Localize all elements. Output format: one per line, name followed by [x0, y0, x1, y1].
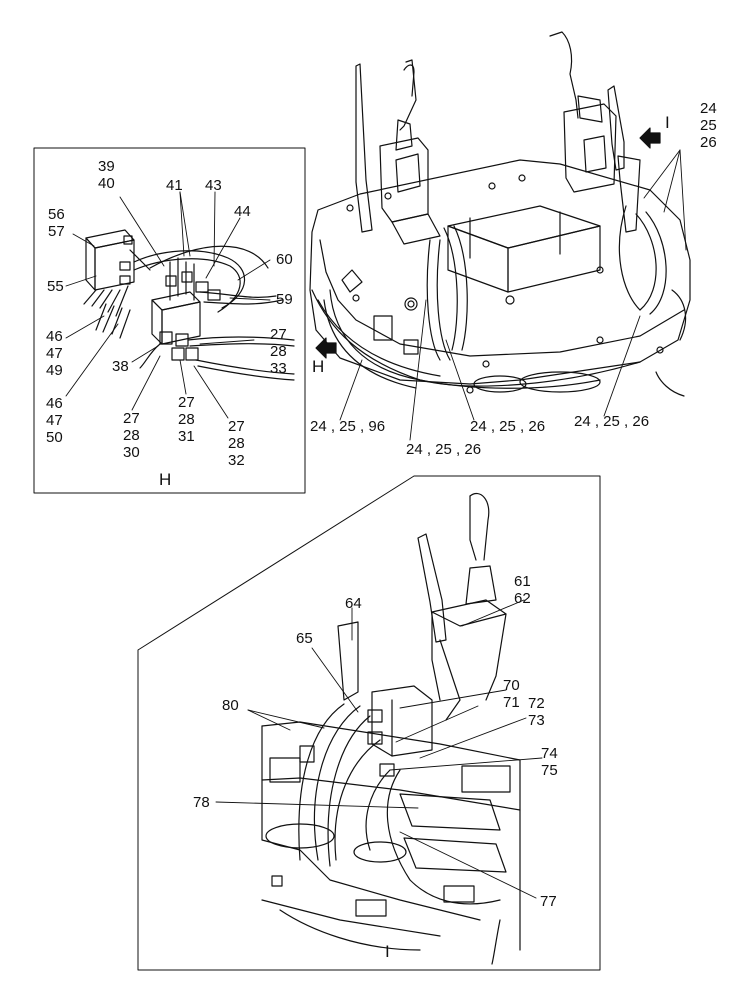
callout-61-62: 61 62	[514, 573, 531, 607]
callout-38: 38	[112, 358, 129, 375]
callout-24-25-26-top: 24 25 26	[700, 100, 717, 151]
arrow-h-icon	[316, 338, 336, 358]
callout-27-28-30: 27 28 30	[123, 410, 140, 461]
callout-70-71: 70 71	[503, 677, 520, 711]
arrow-i-icon	[640, 128, 660, 148]
callout-78: 78	[193, 794, 210, 811]
callout-27-28-31: 27 28 31	[178, 394, 195, 445]
callout-60: 60	[276, 251, 293, 268]
callout-27-28-33: 27 28 33	[270, 326, 287, 377]
arrow-h-label: H	[312, 357, 325, 376]
callout-43: 43	[205, 177, 222, 194]
callout-24-25-26-c: 24 , 25 , 26	[574, 413, 650, 430]
callout-24-25-26-a: 24 , 25 , 26	[470, 418, 546, 435]
callout-64: 64	[345, 595, 362, 612]
callout-24-25-26-b: 24 , 25 , 26	[406, 441, 482, 458]
callout-74-75: 74 75	[541, 745, 558, 779]
callout-46-47-49: 46 47 49	[46, 328, 63, 379]
detail-h-valve-assembly	[84, 230, 294, 380]
callout-24-25-96: 24 , 25 , 96	[310, 418, 386, 435]
main-view-leaders	[340, 150, 686, 440]
callout-80: 80	[222, 697, 239, 714]
detail-h-leaders	[66, 192, 270, 418]
main-view-platform	[310, 32, 690, 396]
callout-44: 44	[234, 203, 251, 220]
detail-i-view-label: I	[385, 942, 390, 961]
callout-77: 77	[540, 893, 557, 910]
callout-65: 65	[296, 630, 313, 647]
callout-39-40: 39 40	[98, 158, 115, 192]
detail-i-frame	[138, 476, 600, 970]
arrow-i-label: I	[665, 113, 670, 132]
callout-59: 59	[276, 291, 293, 308]
detail-i-assembly	[262, 493, 520, 964]
detail-i-leaders	[216, 600, 542, 898]
callout-55: 55	[47, 278, 64, 295]
callout-72-73: 72 73	[528, 695, 545, 729]
callout-27-28-32: 27 28 32	[228, 418, 245, 469]
detail-h-frame	[34, 148, 305, 493]
callout-56-57: 56 57	[48, 206, 65, 240]
callout-41: 41	[166, 177, 183, 194]
callout-46-47-50: 46 47 50	[46, 395, 63, 446]
detail-h-view-label: H	[159, 470, 172, 489]
